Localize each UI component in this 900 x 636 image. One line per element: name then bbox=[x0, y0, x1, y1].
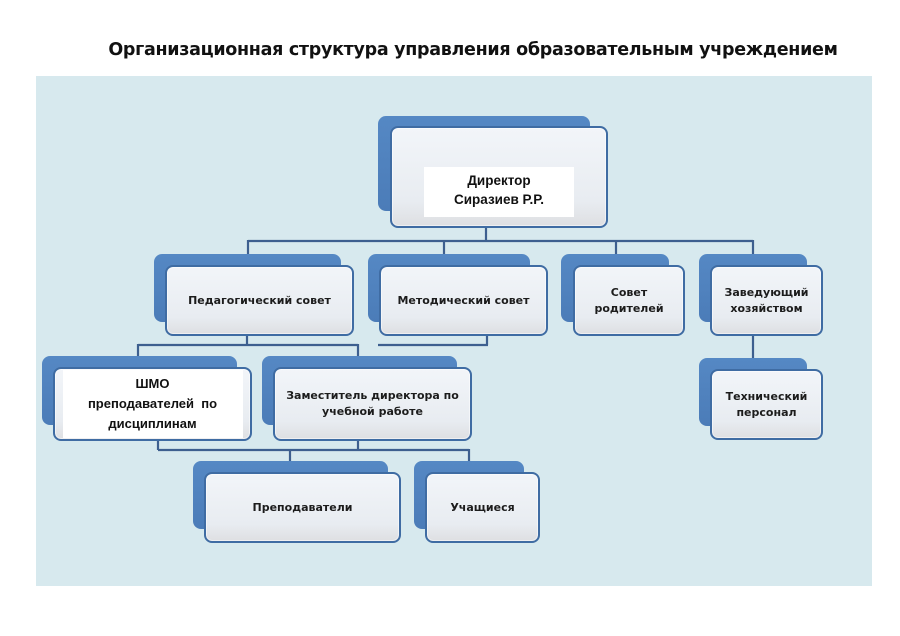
node-teachers[interactable]: Преподаватели bbox=[193, 461, 401, 543]
diagram-title: Организационная структура управления обр… bbox=[108, 40, 838, 60]
deputy-director-label: Заместитель директора по учебной работе bbox=[286, 389, 459, 418]
director-label: Директор Сиразиев Р.Р. bbox=[424, 167, 574, 217]
supply-head-label: Заведующий хозяйством bbox=[724, 285, 809, 315]
node-technical-staff[interactable]: Технический персонал bbox=[699, 358, 823, 440]
node-students[interactable]: Учащиеся bbox=[414, 461, 540, 543]
students-label: Учащиеся bbox=[450, 500, 515, 514]
node-methodical-council[interactable]: Методический совет bbox=[368, 254, 548, 336]
parents-council-label: Совет родителей bbox=[594, 285, 664, 315]
node-pedagogical-council[interactable]: Педагогический совет bbox=[154, 254, 354, 336]
shmo-label: ШМО преподавателей по дисциплинам bbox=[62, 370, 243, 438]
pedagogical-council-label: Педагогический совет bbox=[188, 293, 331, 307]
node-parents-council[interactable]: Совет родителей bbox=[561, 254, 685, 336]
node-deputy-director[interactable]: Заместитель директора по учебной работе bbox=[262, 356, 472, 441]
methodical-council-label: Методический совет bbox=[397, 293, 530, 307]
node-director[interactable]: Директор Сиразиев Р.Р. bbox=[378, 116, 608, 228]
node-supply-head[interactable]: Заведующий хозяйством bbox=[699, 254, 823, 336]
technical-staff-label: Технический персонал bbox=[725, 389, 808, 419]
teachers-label: Преподаватели bbox=[252, 500, 353, 514]
node-shmo[interactable]: ШМО преподавателей по дисциплинам bbox=[42, 356, 252, 441]
